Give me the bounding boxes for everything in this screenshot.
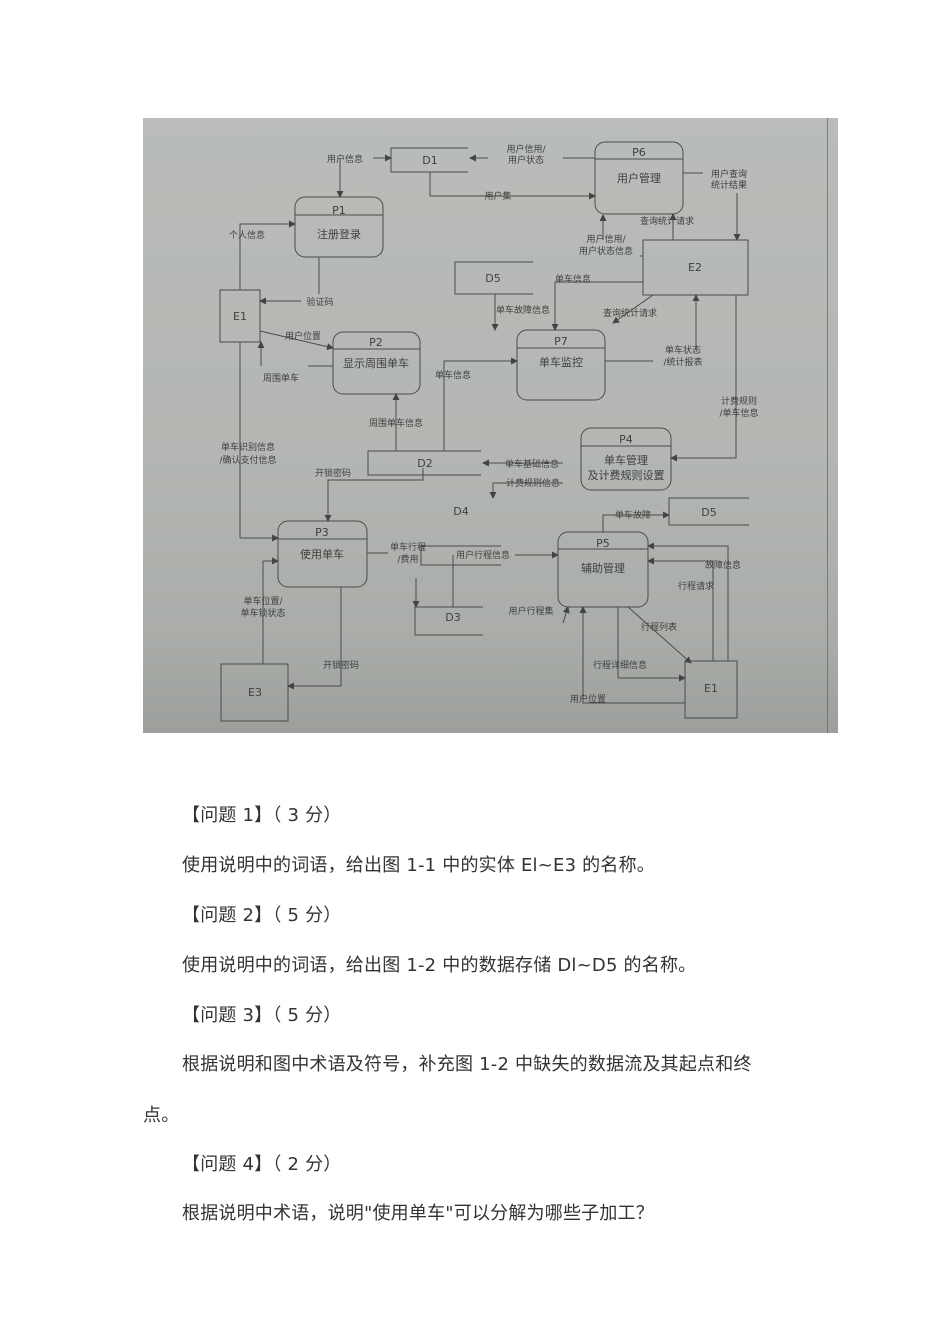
flow-label: 用户信用/ [586,233,626,245]
p3-name: 使用单车 [300,547,344,561]
store-d1: D1 [422,154,437,167]
flow-label: 查询统计请求 [603,307,657,319]
question-1-heading: 【问题 1】（ 3 分） [182,805,342,826]
flow-label: 计费规则 [721,395,757,407]
data-flow-diagram: P1 注册登录 P2 显示周围单车 P3 使用单车 P4 单车管理 及计费规则设… [219,141,759,722]
p5-name: 辅助管理 [581,561,625,575]
p7-id: P7 [554,335,568,348]
flow-label: 开锁密码 [323,659,359,671]
entity-e3: E3 [248,686,262,699]
flow-label: 单车位置/ [243,595,283,607]
flow-label: /统计报表 [663,356,702,368]
flow-label: 统计结果 [711,179,747,191]
store-d5: D5 [485,272,500,285]
diagram-photo: P1 注册登录 P2 显示周围单车 P3 使用单车 P4 单车管理 及计费规则设… [143,118,838,733]
flow-label: 用户行程集 [508,605,553,617]
flow-label: 单车行程 [390,541,426,553]
entity-e1-bottom: E1 [704,682,718,695]
entity-e1: E1 [233,310,247,323]
flow-label: /费用 [397,553,418,565]
store-d4: D4 [453,505,468,518]
flow-label: 周围单车信息 [369,417,423,429]
flow-label: 周围单车 [263,372,299,384]
question-3-body-cont: 点。 [143,1105,180,1126]
flow-label: 单车识别信息 [221,441,275,453]
p6-name: 用户管理 [617,171,661,185]
flow-label: 单车基础信息 [505,458,559,470]
p5-id: P5 [596,537,610,550]
p2-name: 显示周围单车 [343,356,409,370]
flow-label: 用户行程信息 [456,549,510,561]
flow-label: 计费规则信息 [506,477,560,489]
flow-label: 用户查询 [711,168,747,180]
flow-label: 故障信息 [705,559,741,571]
flow-label: 个人信息 [229,229,265,241]
flow-label: 开锁密码 [315,467,351,479]
question-2-body: 使用说明中的词语，给出图 1-2 中的数据存储 Dl~D5 的名称。 [182,955,697,976]
store-d3: D3 [445,611,460,624]
flow-label: 行程详细信息 [593,659,647,671]
flow-label: /单车信息 [719,407,758,419]
flow-label: 单车故障信息 [496,304,550,316]
flow-label: 单车信息 [435,369,471,381]
flow-label: 用户位置 [285,330,321,342]
p4-name2: 及计费规则设置 [588,468,665,482]
store-d2: D2 [417,457,432,470]
question-2-heading: 【问题 2】（ 5 分） [182,905,342,926]
flow-label: 用户位置 [570,693,606,705]
p7-name: 单车监控 [539,355,583,369]
flow-label: 验证码 [306,296,333,308]
flow-label: 用户信息 [327,153,363,165]
flow-label: /确认支付信息 [219,454,276,466]
p1-id: P1 [332,204,346,217]
flow-label: 单车锁状态 [240,607,285,619]
p4-name: 单车管理 [604,453,648,467]
flow-label: 行程列表 [641,621,677,633]
p4-id: P4 [619,433,633,446]
question-4-body: 根据说明中术语，说明"使用单车"可以分解为哪些子加工？ [182,1203,654,1224]
p3-id: P3 [315,526,329,539]
entity-e2: E2 [688,261,702,274]
flow-label: 查询统计请求 [640,215,694,227]
flow-label: 单车信息 [555,273,591,285]
flow-label: 用户状态 [508,154,544,166]
p2-id: P2 [369,336,383,349]
question-4-heading: 【问题 4】（ 2 分） [182,1154,342,1175]
flow-label: 行程请求 [678,580,714,592]
page-edge [827,118,828,733]
flow-label: 单车故障 [615,509,651,521]
question-3-heading: 【问题 3】（ 5 分） [182,1005,342,1026]
flow-label: 用户信用/ [506,143,546,155]
question-3-body: 根据说明和图中术语及符号，补充图 1-2 中缺失的数据流及其起点和终 [182,1054,752,1075]
p6-id: P6 [632,146,646,159]
flow-label: 用户集 [484,190,511,202]
flow-label: 用户状态信息 [579,245,633,257]
flow-label: 单车状态 [665,344,701,356]
p1-name: 注册登录 [317,227,361,241]
question-1-body: 使用说明中的词语，给出图 1-1 中的实体 El~E3 的名称。 [182,855,655,876]
store-d5-bottom: D5 [701,506,716,519]
